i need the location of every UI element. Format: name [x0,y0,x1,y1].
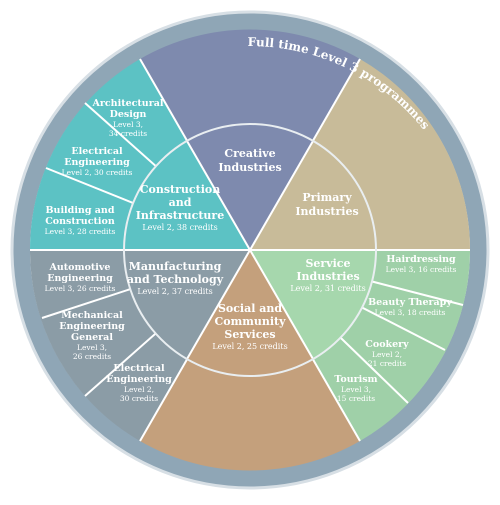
automotive-name-1: Automotive [49,262,111,273]
electrical-bottom-credit-2: 30 credits [120,394,158,403]
automotive-credit: Level 3, 26 credits [45,284,116,293]
beauty-name: Beauty Therapy [368,297,452,308]
social-credits: Level 2, 25 credits [212,342,287,351]
building-name-2: Construction [45,216,115,227]
service-core [250,250,376,359]
primary-core [250,141,376,250]
architectural-credit-1: Level 3, [113,120,143,129]
electrical-top-credit: Level 2, 30 credits [62,168,133,177]
electrical-bottom-name-1: Electrical [113,363,165,374]
building-name-1: Building and [46,205,115,216]
cookery-name: Cookery [365,339,409,350]
mechanical-name-3: General [71,332,113,343]
cookery-credit-1: Level 2, [372,350,402,359]
social-title-1: Social and [218,302,282,315]
service-credits: Level 2, 31 credits [290,284,365,293]
hairdressing-credit: Level 3, 16 credits [386,265,457,274]
service-title-2: Industries [296,270,359,283]
social-title-3: Services [224,328,275,341]
architectural-name-1: Architectural [92,98,164,109]
mechanical-credit-2: 26 credits [73,352,111,361]
electrical-top-name-2: Engineering [64,157,130,168]
automotive-name-2: Engineering [47,273,113,284]
social-title-2: Community [214,315,286,328]
electrical-bottom-name-2: Engineering [106,374,172,385]
tourism-credit-1: Level 3, [341,385,371,394]
primary-title-1: Primary [302,191,352,204]
creative-core [187,124,313,250]
mechanical-credit-1: Level 3, [77,343,107,352]
tourism-name: Tourism [334,374,377,385]
electrical-top-name-1: Electrical [71,146,123,157]
construction-title-1: Construction [140,183,220,196]
social-core [187,250,313,376]
construction-core [124,141,250,250]
manufacturing-credits: Level 2, 37 credits [137,287,212,296]
mechanical-name-1: Mechanical [61,310,123,321]
construction-title-2: and [169,196,192,209]
beauty-credit: Level 3, 18 credits [375,308,446,317]
service-title-1: Service [305,257,350,270]
construction-credits: Level 2, 38 credits [142,223,217,232]
mechanical-name-2: Engineering [59,321,125,332]
cookery-credit-2: 21 credits [368,359,406,368]
architectural-name-2: Design [110,109,147,120]
building-credit: Level 3, 28 credits [45,227,116,236]
tourism-credit-2: 15 credits [337,394,375,403]
creative-title-1: Creative [224,147,275,160]
manufacturing-title-2: and Technology [127,273,224,286]
construction-title-3: Infrastructure [136,209,224,222]
architectural-credit-2: 34 credits [109,129,147,138]
primary-title-2: Industries [295,205,358,218]
inner-circle-outline [123,123,377,377]
creative-title-2: Industries [218,161,281,174]
hairdressing-name: Hairdressing [386,254,456,265]
manufacturing-core [124,250,250,359]
manufacturing-title-1: Manufacturing [129,260,222,273]
electrical-bottom-credit-1: Level 2, [124,385,154,394]
